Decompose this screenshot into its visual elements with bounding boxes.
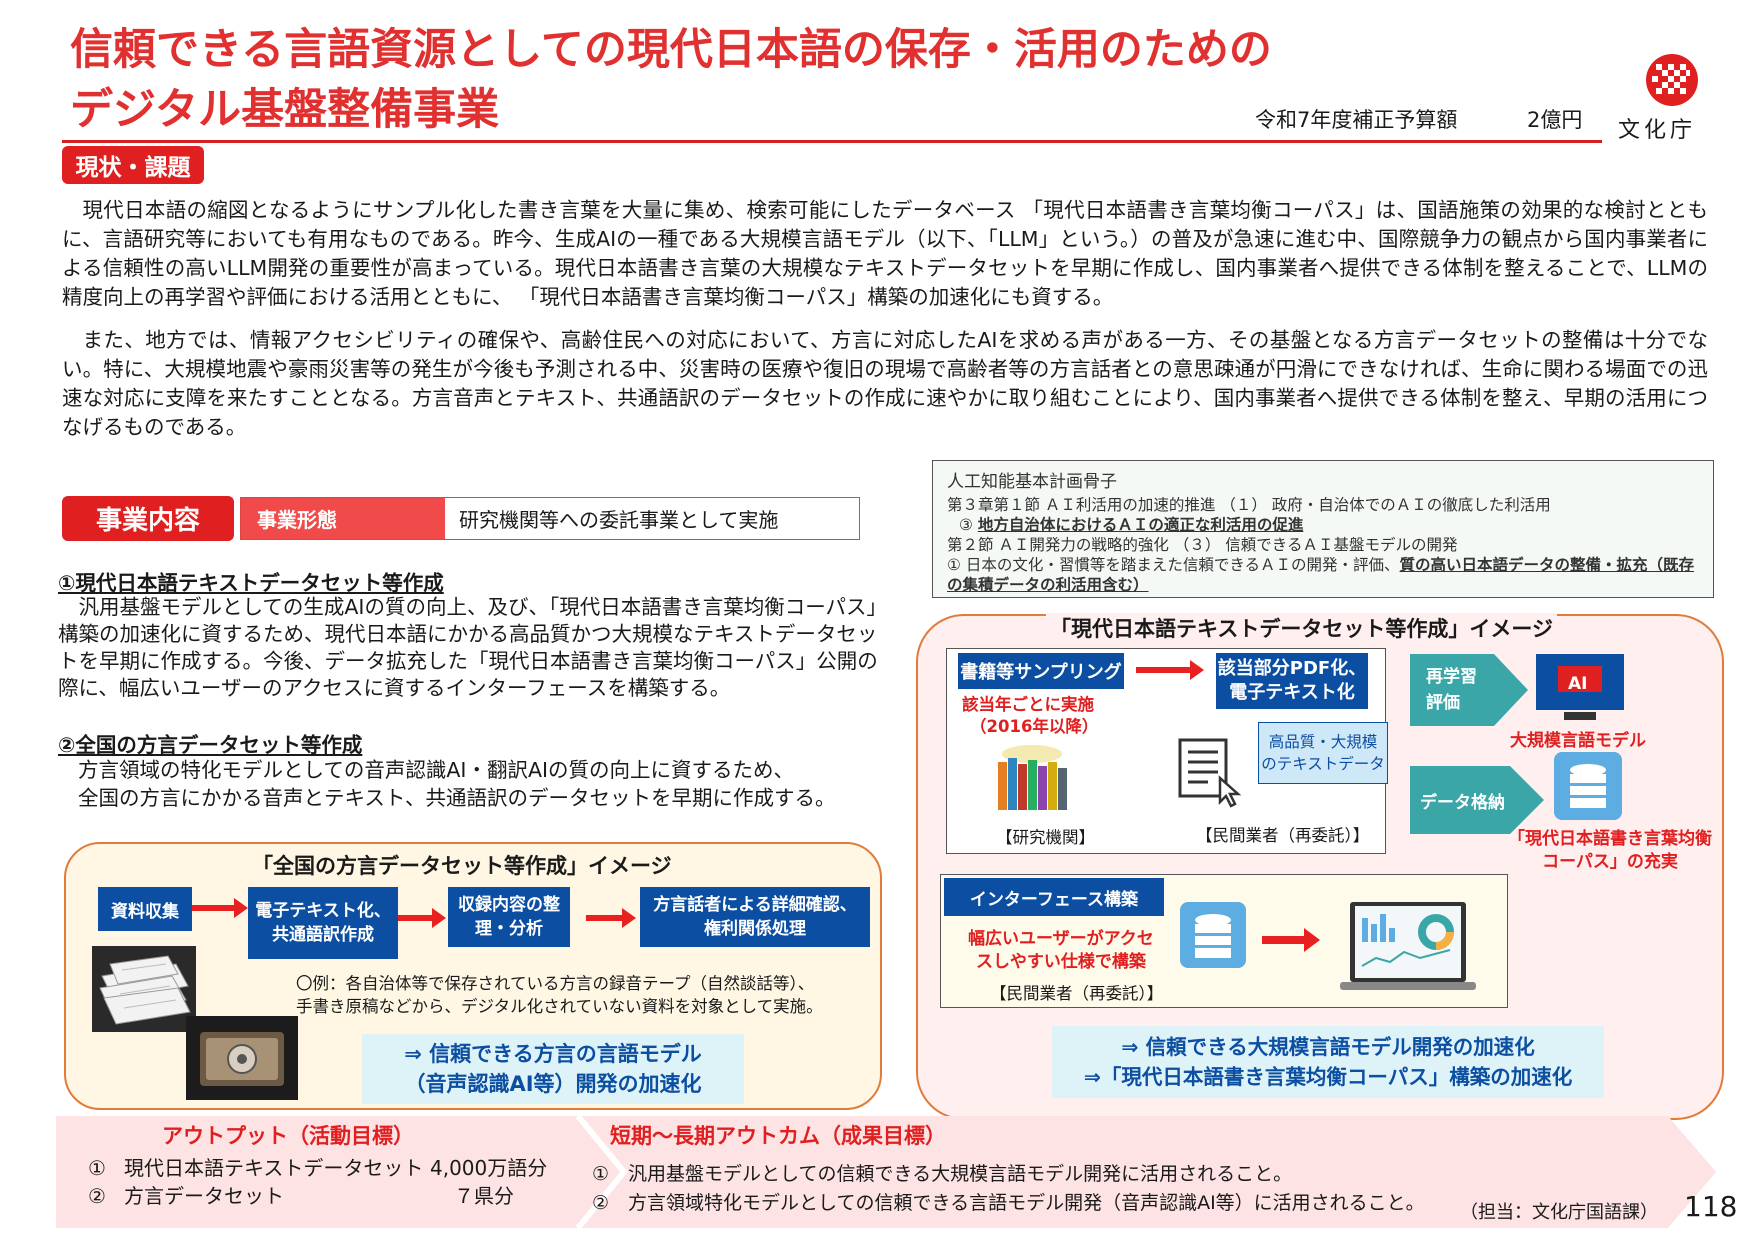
output-row: ① 現代日本語テキストデータセット 4,000万語分 — [88, 1156, 548, 1180]
dialect-step-collect: 資料収集 — [98, 887, 192, 931]
yearly-note: 該当年ごとに実施 （2016年以降） — [962, 695, 1099, 736]
page-number: 118 — [1684, 1190, 1738, 1223]
audio-tape-image — [186, 1016, 298, 1100]
arrow-right-icon — [192, 898, 248, 918]
relearn-label: 再学習 評価 — [1426, 667, 1477, 713]
laptop-dashboard-icon — [1340, 902, 1476, 990]
research-org-label: 【研究機関】 — [996, 828, 1095, 847]
sampling-box: 書籍等サンプリング — [958, 653, 1124, 689]
relearn-arrow-shape — [1410, 654, 1528, 726]
interface-label: インターフェース構築 — [944, 878, 1164, 916]
ai-plan-box: 人工知能基本計画骨子 第３章第１節 ＡＩ利活用の加速的推進 （１） 政府・自治体… — [932, 460, 1714, 598]
document-cursor-icon — [1178, 738, 1242, 808]
status-para-2: また、地方では、情報アクセシビリティの確保や、高齢住民への対応において、方言に対… — [62, 328, 1708, 439]
business-form-label: 事業形態 — [241, 498, 445, 539]
ai-plan-line-1: 第３章第１節 ＡＩ利活用の加速的推進 （１） 政府・自治体でのＡＩの徹底した利活… — [947, 496, 1551, 514]
text-image-title: 「現代日本語テキストデータセット等作成」イメージ — [1046, 613, 1557, 643]
logo-text: 文化庁 — [1618, 118, 1697, 143]
business-label: 事業内容 — [62, 496, 234, 541]
interface-desc: 幅広いユーザーがアクセ スしやすい仕様で構築 — [968, 929, 1154, 972]
dialect-step-verify: 方言話者による詳細確認、権利関係処理 — [640, 887, 870, 947]
status-text: 現代日本語の縮図となるようにサンプル化した書き言葉を大量に集め、検索可能にしたデ… — [62, 196, 1708, 442]
dialect-step-digitize: 電子テキスト化、共通語訳作成 — [248, 887, 398, 959]
logo-mark-icon — [1646, 54, 1698, 106]
charge-note: （担当：文化庁国語課） — [1460, 1202, 1658, 1223]
arrow-right-icon — [1262, 928, 1320, 952]
ai-plan-line-4: ① 日本の文化・習慣等を踏まえた信頼できるＡＩの開発・評価、質の高い日本語データ… — [947, 556, 1695, 594]
budget-label: 令和7年度補正予算額 — [1255, 108, 1458, 132]
output-row: ② 方言データセット ７県分 — [88, 1184, 514, 1208]
page-title: 信頼できる言語資源としての現代日本語の保存・活用のための デジタル基盤整備事業 — [70, 25, 1272, 135]
dialect-step-organize: 収録内容の整理・分析 — [448, 887, 570, 947]
ai-plan-title: 人工知能基本計画骨子 — [947, 472, 1117, 492]
database-icon — [1554, 752, 1622, 820]
ai-monitor-icon — [1536, 654, 1624, 720]
item2-body: 方言領域の特化モデルとしての音声認識AI・翻訳AIの質の向上に資するため、 全国… — [78, 758, 836, 810]
dialect-result: ⇒ 信頼できる方言の言語モデル （音声認識AI等）開発の加速化 — [362, 1034, 744, 1104]
llm-label: 大規模言語モデル — [1510, 731, 1646, 751]
outcome-row: ② 方言領域特化モデルとしての信頼できる言語モデル開発（音声認識AI等）に活用さ… — [592, 1192, 1425, 1214]
quality-data-box: 高品質・大規模 のテキストデータ — [1258, 722, 1388, 784]
dialect-example: 〇例：各自治体等で保存されている方言の録音テープ（自然談話等）、 手書き原稿など… — [296, 974, 823, 1016]
storage-arrow-shape — [1410, 766, 1544, 834]
item1-body: 汎用基盤モデルとしての生成AIの質の向上、及び、「現代日本語書き言葉均衡コーパス… — [58, 595, 887, 700]
item2-title: ②全国の方言データセット等作成 — [58, 733, 363, 757]
paper-stack-image — [92, 946, 196, 1032]
output-title: アウトプット（活動目標） — [162, 1124, 414, 1148]
pdf-box: 該当部分PDF化、電子テキスト化 — [1216, 653, 1368, 709]
header-divider — [62, 140, 1602, 143]
outcome-list: ① 汎用基盤モデルとしての信頼できる大規模言語モデル開発に活用されること。 ② … — [592, 1160, 1425, 1218]
arrow-right-icon — [1136, 660, 1204, 680]
outcome-row: ① 汎用基盤モデルとしての信頼できる大規模言語モデル開発に活用されること。 — [592, 1163, 1293, 1185]
dialect-image-title: 「全国の方言データセット等作成」イメージ — [252, 854, 672, 878]
corpus-label: 「現代日本語書き言葉均衡 コーパス」の充実 — [1508, 829, 1712, 872]
text-result: ⇒ 信頼できる大規模言語モデル開発の加速化 ⇒「現代日本語書き言葉均衡コーパス」… — [1052, 1026, 1604, 1098]
outcome-title: 短期～長期アウトカム（成果目標） — [610, 1124, 946, 1148]
database-icon — [1180, 902, 1246, 968]
arrow-right-icon — [586, 908, 636, 928]
business-form-box: 事業形態 研究機関等への委託事業として実施 — [240, 497, 860, 540]
agency-logo: 文化庁 — [1612, 52, 1732, 143]
books-icon — [998, 745, 1067, 810]
ai-plan-line-3: 第２節 ＡＩ開発力の戦略的強化 （３） 信頼できるＡＩ基盤モデルの開発 — [947, 536, 1458, 554]
status-para-1: 現代日本語の縮図となるようにサンプル化した書き言葉を大量に集め、検索可能にしたデ… — [62, 198, 1708, 309]
business-form-value: 研究機関等への委託事業として実施 — [459, 508, 779, 532]
storage-label: データ格納 — [1420, 793, 1505, 813]
status-label: 現状・課題 — [62, 146, 204, 184]
output-list: ① 現代日本語テキストデータセット 4,000万語分 ② 方言データセット ７県… — [88, 1154, 547, 1210]
budget-value: 2億円 — [1527, 108, 1583, 132]
item1-title: ①現代日本語テキストデータセット等作成 — [58, 571, 444, 595]
private-sub-label-2: 【民間業者（再委託）】 — [990, 984, 1164, 1003]
arrow-right-icon — [398, 908, 446, 928]
outcome-band-shape — [56, 1116, 1716, 1228]
private-sub-label: 【民間業者（再委託）】 — [1196, 826, 1370, 845]
ai-label: AI — [1568, 674, 1588, 694]
ai-plan-line-2: ③ 地方自治体におけるＡＩの適正な利活用の促進 — [959, 516, 1304, 534]
